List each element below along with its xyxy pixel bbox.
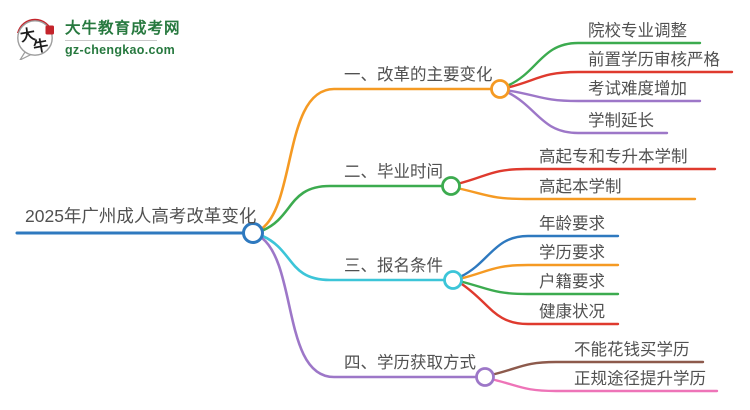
leaf-label-3-2: 学历要求 [539, 244, 605, 262]
root-label: 2025年广州成人高考改革变化 [25, 206, 257, 226]
branch4-connector [260, 236, 478, 379]
branch2-label: 二、毕业时间 [344, 163, 443, 181]
logo-divider [65, 40, 157, 42]
logo-bubble-char-2: 牛 [32, 36, 50, 56]
logo-text-block: 大牛教育成考网 gz-chengkao.com [65, 14, 181, 57]
logo-bubble-body [17, 20, 53, 56]
logo-seal [45, 25, 54, 35]
leaf-connector-1-2 [506, 70, 734, 89]
leaf-connector-3-4 [459, 282, 620, 326]
logo-bubble-char-1: 大 [19, 25, 37, 45]
branch1-node [490, 79, 510, 99]
leaf-label-3-1: 年龄要求 [539, 215, 605, 233]
branch2-node [441, 176, 461, 196]
branch4-node [475, 367, 495, 387]
branch1-label: 一、改革的主要变化 [344, 66, 493, 84]
leaf-connector-2-2 [457, 187, 697, 201]
branch2-connector [261, 184, 444, 232]
leaf-label-1-4: 学制延长 [588, 112, 654, 130]
leaf-label-1-2: 前置学历审核严格 [588, 51, 720, 69]
branch1-connector [260, 87, 493, 230]
leaf-connector-1-3 [506, 89, 702, 103]
leaf-label-1-3: 考试难度增加 [588, 80, 687, 98]
leaf-connector-4-2 [491, 378, 719, 393]
leaf-label-3-4: 健康状况 [539, 303, 605, 321]
leaf-label-4-1: 不能花钱买学历 [574, 341, 690, 359]
leaf-connector-3-2 [459, 263, 620, 280]
branch3-label: 三、报名条件 [344, 257, 443, 275]
leaf-label-2-2: 高起本学制 [539, 178, 622, 196]
leaf-connector-3-3 [459, 280, 620, 296]
leaf-connector-1-1 [506, 41, 702, 87]
leaf-connector-4-1 [491, 360, 705, 376]
site-logo: 大 牛 大牛教育成考网 gz-chengkao.com [13, 14, 181, 60]
leaf-label-1-1: 院校专业调整 [588, 22, 687, 40]
root-node [242, 222, 264, 244]
speech-bubble-icon: 大 牛 [17, 18, 54, 60]
logo-site-url: gz-chengkao.com [65, 43, 176, 58]
branch4-label: 四、学历获取方式 [344, 354, 476, 372]
branch3-connector [261, 234, 446, 282]
leaf-label-4-2: 正规途径提升学历 [574, 370, 706, 388]
leaf-label-3-3: 户籍要求 [539, 273, 605, 291]
branch3-node [443, 270, 463, 290]
leaf-connector-1-4 [506, 91, 669, 135]
leaf-connector-2-1 [457, 167, 717, 185]
leaf-label-2-1: 高起专和专升本学制 [539, 148, 688, 166]
logo-site-name: 大牛教育成考网 [65, 20, 181, 37]
leaf-connector-3-1 [459, 234, 620, 278]
